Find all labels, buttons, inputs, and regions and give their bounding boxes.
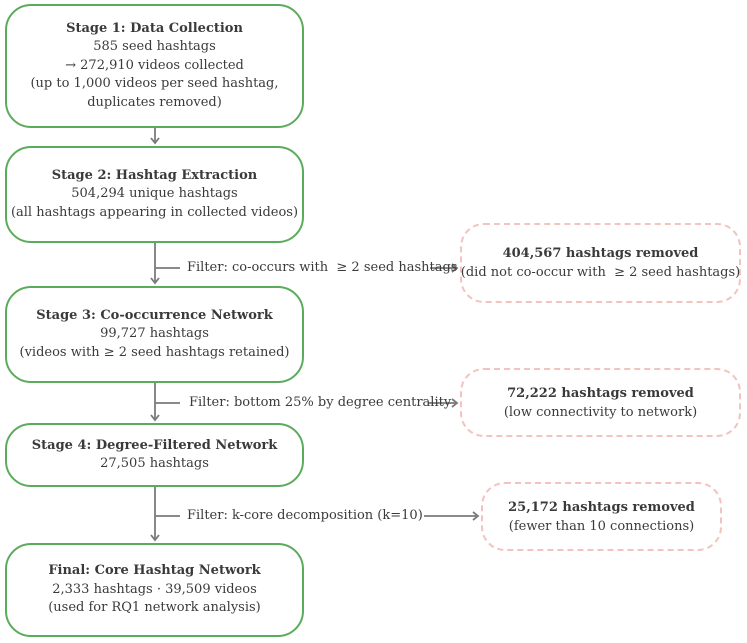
filter-2-label: Filter: bottom 25% by degree centrality xyxy=(189,395,452,410)
removed-box-1: 404,567 hashtags removed (did not co-occ… xyxy=(460,223,741,303)
final-stage-box: Final: Core Hashtag Network 2,333 hashta… xyxy=(5,543,304,637)
stage-3-title: Stage 3: Co-occurrence Network xyxy=(36,307,273,323)
removed-1-title: 404,567 hashtags removed xyxy=(502,246,699,261)
stage-2-box: Stage 2: Hashtag Extraction 504,294 uniq… xyxy=(5,146,304,243)
stage-4-box: Stage 4: Degree-Filtered Network 27,505 … xyxy=(5,423,304,487)
stage-4-line: 27,505 hashtags xyxy=(100,456,209,471)
stage-1-line: → 272,910 videos collected xyxy=(65,57,244,73)
final-stage-line: (used for RQ1 network analysis) xyxy=(48,600,261,616)
stage-1-title: Stage 1: Data Collection xyxy=(66,20,243,36)
stage-2-line: 504,294 unique hashtags xyxy=(71,186,238,202)
stage-1-line: 585 seed hashtags xyxy=(93,39,216,55)
removed-1-detail: (did not co-occur with ≥ 2 seed hashtags… xyxy=(460,265,741,280)
stage-3-line: 99,727 hashtags xyxy=(100,326,209,342)
filter-1-label: Filter: co-occurs with ≥ 2 seed hashtags xyxy=(187,260,458,275)
filter-3-label: Filter: k-core decomposition (k=10) xyxy=(187,508,423,523)
stage-1-line: (up to 1,000 videos per seed hashtag, xyxy=(30,76,279,92)
removed-3-detail: (fewer than 10 connections) xyxy=(508,518,695,534)
stage-2-title: Stage 2: Hashtag Extraction xyxy=(51,167,258,183)
stage-4-title: Stage 4: Degree-Filtered Network xyxy=(31,437,278,453)
final-stage-title: Final: Core Hashtag Network xyxy=(48,563,261,579)
removed-3-title: 25,172 hashtags removed xyxy=(508,499,695,515)
removed-2-title: 72,222 hashtags removed xyxy=(507,385,694,401)
stage-3-box: Stage 3: Co-occurrence Network 99,727 ha… xyxy=(5,286,304,383)
stage-1-line: duplicates removed) xyxy=(87,94,222,110)
removed-2-detail: (low connectivity to network) xyxy=(503,404,698,420)
stage-3-line: (videos with ≥ 2 seed hashtags retained) xyxy=(19,344,290,360)
stage-1-box: Stage 1: Data Collection 585 seed hashta… xyxy=(5,4,304,128)
removed-box-2: 72,222 hashtags removed (low connectivit… xyxy=(460,368,741,437)
removed-box-3: 25,172 hashtags removed (fewer than 10 c… xyxy=(481,482,722,551)
stage-2-line: (all hashtags appearing in collected vid… xyxy=(10,204,299,220)
final-stage-line: 2,333 hashtags · 39,509 videos xyxy=(52,581,257,597)
